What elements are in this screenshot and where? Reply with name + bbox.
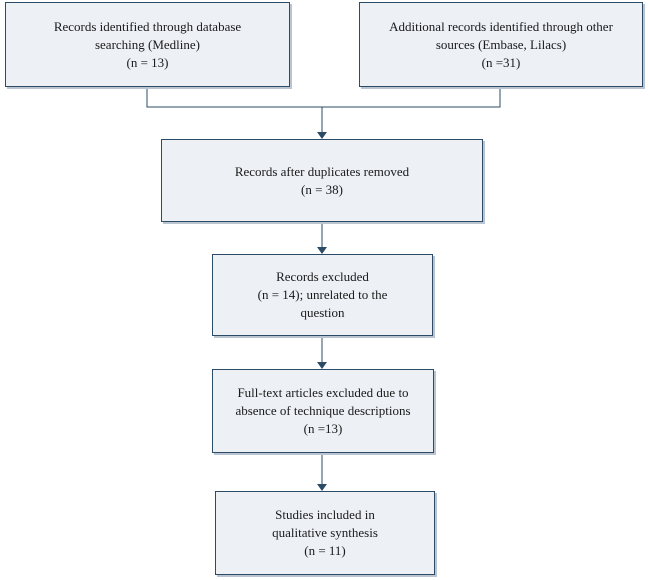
medline-line-1: Records identified through database (53, 18, 242, 34)
medline-line-2: searching (Medline) (94, 36, 201, 52)
included-line-1: Studies included in (275, 507, 375, 522)
included-line-2: qualitative synthesis (272, 525, 378, 540)
arrowhead-to-duplicates (317, 132, 327, 139)
other-sources-records-box: Additional records identified through ot… (359, 2, 643, 87)
duplicates-count: (n = 38) (301, 181, 343, 197)
medline-count: (n = 13) (126, 54, 169, 70)
records-excluded-box: Records excluded (n = 14); unrelated to … (212, 254, 433, 336)
arrowhead-to-included (317, 484, 327, 491)
other-sources-line-1: Additional records identified through ot… (389, 18, 613, 34)
studies-included-box: Studies included in qualitative synthesi… (215, 491, 435, 575)
duplicates-removed-box: Records after duplicates removed (n = 38… (161, 139, 483, 222)
arrowhead-to-fulltext (317, 362, 327, 369)
duplicates-line-1: Records after duplicates removed (234, 163, 410, 179)
excluded-line-3: question (300, 305, 345, 320)
other-sources-line-2: sources (Embase, Lilacs) (435, 36, 567, 52)
fulltext-count: (n =13) (303, 421, 343, 436)
other-sources-count: (n =31) (481, 54, 521, 70)
included-count: (n = 11) (304, 543, 346, 558)
fulltext-line-2: absence of technique descriptions (235, 403, 411, 418)
merge-connector (146, 87, 501, 108)
fulltext-line-1: Full-text articles excluded due to (237, 385, 409, 400)
excluded-line-2: (n = 14); unrelated to the (257, 287, 388, 302)
medline-records-box: Records identified through database sear… (5, 2, 290, 87)
fulltext-excluded-box: Full-text articles excluded due to absen… (212, 369, 434, 453)
arrowhead-to-excluded (317, 247, 327, 254)
excluded-line-1: Records excluded (276, 269, 369, 284)
